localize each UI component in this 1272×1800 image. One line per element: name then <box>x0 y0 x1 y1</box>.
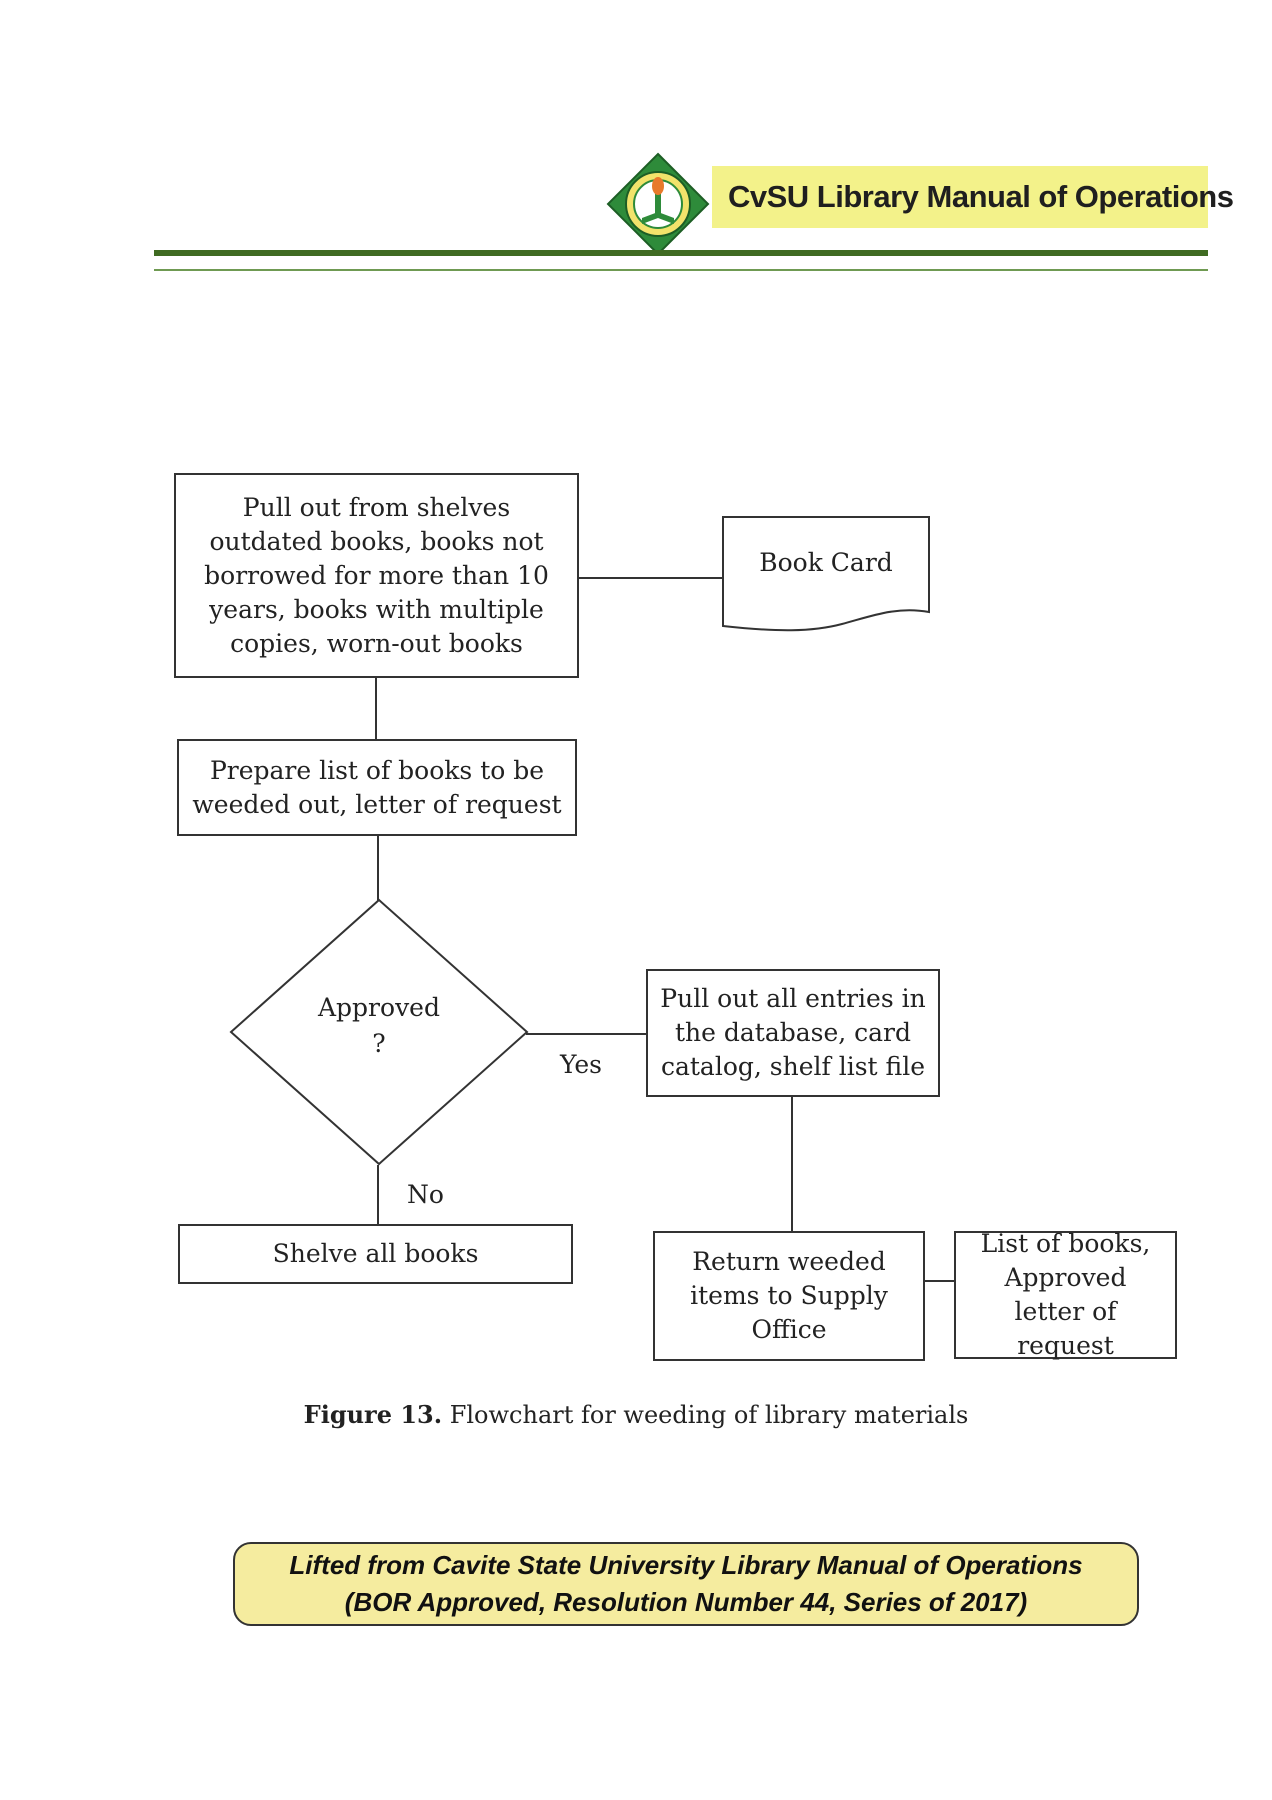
yes-label: Yes <box>560 1050 602 1079</box>
cvsu-logo <box>606 152 710 256</box>
manual-title: CvSU Library Manual of Operations <box>712 166 1234 228</box>
connector-step1-bookcard <box>578 577 724 579</box>
step-return-items: Return weeded items to Supply Office <box>653 1231 925 1361</box>
source-note-line1: Lifted from Cavite State University Libr… <box>289 1550 1083 1580</box>
header-rule-thick <box>154 250 1208 256</box>
connector-step1-step2 <box>375 677 377 741</box>
step-prepare-list: Prepare list of books to be weeded out, … <box>177 739 577 836</box>
decision-approved: Approved ? <box>228 898 530 1166</box>
decision-diamond-icon <box>229 898 529 1166</box>
figure-number: Figure 13. <box>303 1400 443 1429</box>
connector-step2-decision <box>377 835 379 902</box>
decision-question-mark: ? <box>372 1029 386 1058</box>
connector-decision-no <box>377 1165 379 1225</box>
connector-yes-return <box>791 1096 793 1232</box>
step-pull-out-books: Pull out from shelves outdated books, bo… <box>174 473 579 678</box>
connector-return-doclist <box>924 1280 956 1282</box>
step-pull-entries: Pull out all entries in the database, ca… <box>646 969 940 1097</box>
document-shape-icon <box>722 516 930 632</box>
connector-decision-yes <box>526 1033 648 1035</box>
figure-caption: Figure 13. Flowchart for weeding of libr… <box>0 1400 1272 1429</box>
doc-book-card: Book Card <box>722 516 930 634</box>
source-note: Lifted from Cavite State University Libr… <box>233 1542 1139 1626</box>
book-card-label: Book Card <box>759 548 893 577</box>
header-rule-thin <box>154 269 1208 271</box>
doc-list-of-books: List of books, Approved letter of reques… <box>954 1229 1177 1360</box>
figure-caption-text: Flowchart for weeding of library materia… <box>449 1401 969 1429</box>
step-shelve-books: Shelve all books <box>178 1224 573 1284</box>
no-label: No <box>407 1180 444 1209</box>
decision-question: Approved <box>318 993 440 1022</box>
source-note-line2: (BOR Approved, Resolution Number 44, Ser… <box>344 1587 1028 1617</box>
